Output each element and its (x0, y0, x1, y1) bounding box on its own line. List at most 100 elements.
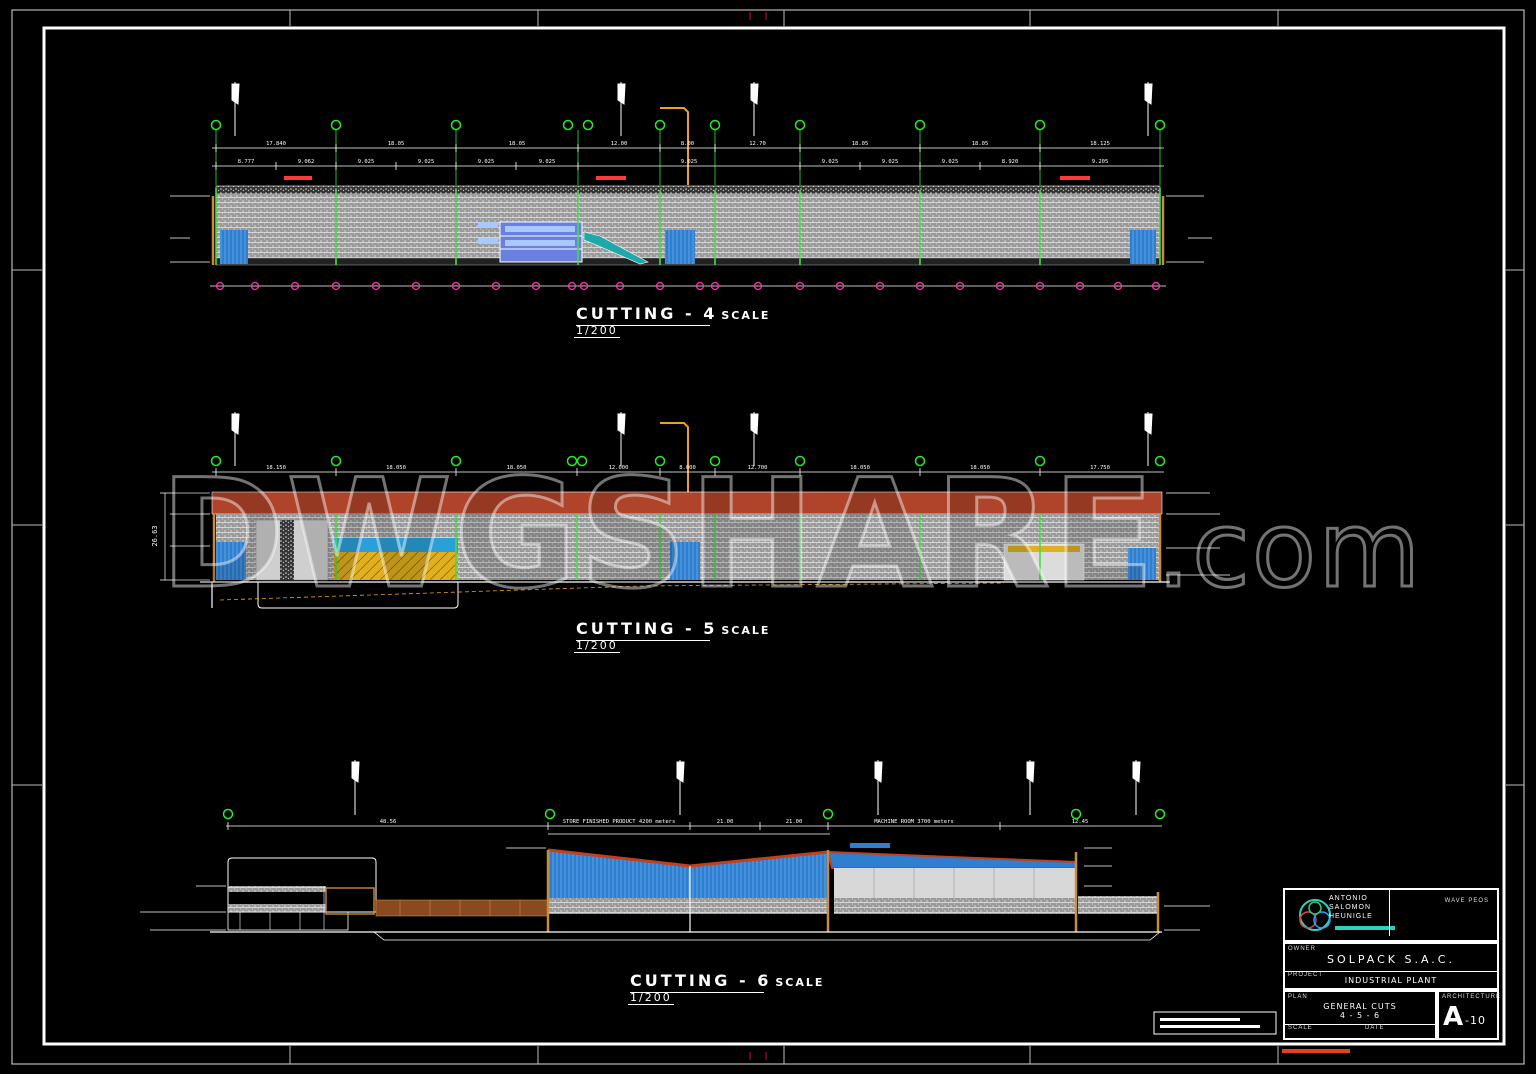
plan-line-2: 4 - 5 - 6 (1339, 1011, 1381, 1020)
scale-label: SCALE (1288, 1025, 1313, 1031)
cut4-dim-bottom-label: 9.025 (358, 159, 375, 165)
cut6-dim-label: MACHINE ROOM 3700 meters (874, 819, 953, 825)
cutting-6-scale: 1/200 (628, 991, 674, 1005)
cutting-4-scale: 1/200 (574, 324, 620, 338)
column-base-marker (875, 281, 885, 291)
cut4-dim-bottom-label: 8.920 (1002, 159, 1019, 165)
cut4-dim-top-label: 17.840 (266, 141, 286, 147)
column-base-marker (615, 281, 625, 291)
cut6-dim-label: STORE FINISHED PRODUCT 4200 meters (563, 819, 676, 825)
column-base-marker (331, 281, 341, 291)
column-base-marker (995, 281, 1005, 291)
column-base-marker (579, 281, 589, 291)
cutting-5-scale: 1/200 (574, 639, 620, 653)
title-block-sheet-number: ARCHITECTURE A -10 (1437, 990, 1502, 1040)
cell-divider (1285, 971, 1497, 972)
cut5-dim-label: 18.050 (850, 465, 870, 471)
cutting-6-dimensions: 48.56 STORE FINISHED PRODUCT 4200 meters 2… (227, 819, 1089, 830)
title-block-logo-cell: ANTONIO SALOMON HEUNIGLE WAVE PEOS (1283, 888, 1499, 942)
notes-box (1153, 1011, 1277, 1035)
column-base-marker (655, 281, 665, 291)
cutting-4-scale-word: SCALE (721, 309, 771, 322)
project-label: PROJECT (1288, 972, 1324, 978)
cutting-5-height-dimension: 26.63 (151, 525, 159, 546)
cutting-5-scale-word: SCALE (721, 624, 771, 637)
column-base-marker (710, 281, 720, 291)
column-base-marker (955, 281, 965, 291)
company-logo-icon (1299, 899, 1331, 931)
logo-line-3: HEUNIGLE (1329, 913, 1373, 920)
cut5-dim-label: 18.050 (970, 465, 990, 471)
cut4-dim-bottom-label: 8.777 (238, 159, 255, 165)
cut5-dim-label: 8.000 (679, 465, 696, 471)
cut4-dim-top-label: 18.125 (1090, 141, 1110, 147)
column-base-marker (1151, 281, 1161, 291)
logo-text: ANTONIO SALOMON HEUNIGLE (1329, 894, 1373, 921)
grid-axis-markers (210, 455, 1166, 467)
cutting-5-label: CUTTING - 5 (576, 619, 718, 638)
date-label: DATE (1365, 1025, 1385, 1031)
column-base-marker (1035, 281, 1045, 291)
column-base-marker (290, 281, 300, 291)
cell-divider (1389, 890, 1390, 936)
cut4-dim-top-label: 8.00 (681, 141, 694, 147)
cut5-dim-label: 18.150 (266, 465, 286, 471)
section-cut-markers (231, 82, 1153, 136)
cut4-dim-bottom-label: 9.025 (822, 159, 839, 165)
sheet-number: -10 (1465, 1014, 1486, 1027)
cut4-dim-bottom-label: 9.025 (539, 159, 556, 165)
plan-label: PLAN (1288, 994, 1308, 1000)
column-base-marker (451, 281, 461, 291)
title-block-plan: PLAN GENERAL CUTS 4 - 5 - 6 SCALE DATE (1283, 990, 1437, 1040)
cut4-dim-bottom-label: 9.025 (882, 159, 899, 165)
title-block-owner-project: OWNER SOLPACK S.A.C. PROJECT INDUSTRIAL … (1283, 942, 1499, 990)
project-name: INDUSTRIAL PLANT (1344, 976, 1438, 985)
logo-bar (1335, 926, 1395, 930)
cut4-dim-bottom-label: 9.025 (418, 159, 435, 165)
section-cut-markers (231, 412, 1153, 466)
column-base-marker (491, 281, 501, 291)
cut4-dim-top-label: 18.05 (852, 141, 869, 147)
cut4-dim-top-label: 12.00 (611, 141, 628, 147)
section-cut-markers (351, 760, 1141, 815)
column-base-markers (215, 281, 1161, 291)
cutting-4-label: CUTTING - 4 (576, 304, 718, 323)
cut5-dim-label: 18.050 (507, 465, 527, 471)
discipline-label: ARCHITECTURE (1442, 994, 1502, 1000)
cut4-dim-bottom-label: 9.025 (478, 159, 495, 165)
cut6-dim-label: 21.00 (786, 819, 803, 825)
cut4-dim-top-label: 18.05 (388, 141, 405, 147)
cut5-dim-label: 18.050 (386, 465, 406, 471)
cut6-dim-label: 48.56 (380, 819, 397, 825)
sheet-letter: A (1443, 1002, 1464, 1032)
column-base-marker (695, 281, 705, 291)
grid-axis-markers (222, 808, 1166, 820)
column-base-marker (915, 281, 925, 291)
sheet-frame (11, 9, 1525, 1065)
column-base-marker (411, 281, 421, 291)
column-base-marker (215, 281, 225, 291)
cut4-dim-top-label: 18.05 (972, 141, 989, 147)
grid-axis-markers (210, 119, 1166, 131)
cutting-6-label: CUTTING - 6 (630, 971, 772, 990)
cut6-dim-label: 12.45 (1072, 819, 1089, 825)
cut5-dim-label: 17.750 (1090, 465, 1110, 471)
sheet-ref: WAVE PEOS (1444, 898, 1489, 904)
cut4-dim-bottom-label: 9.205 (1092, 159, 1109, 165)
cutting-6-scale-word: SCALE (775, 976, 825, 989)
column-base-marker (531, 281, 541, 291)
owner-label: OWNER (1288, 946, 1316, 952)
cut4-dim-bottom-label: 9.062 (298, 159, 315, 165)
cut5-dim-label: 12.700 (748, 465, 768, 471)
cut4-dim-bottom-label: 9.025 (942, 159, 959, 165)
cutting-4-bottom-dimensions: 8.777 9.062 9.025 9.025 9.025 9.025 9.025 9.025… (215, 159, 1109, 170)
cell-divider (1285, 1024, 1435, 1025)
